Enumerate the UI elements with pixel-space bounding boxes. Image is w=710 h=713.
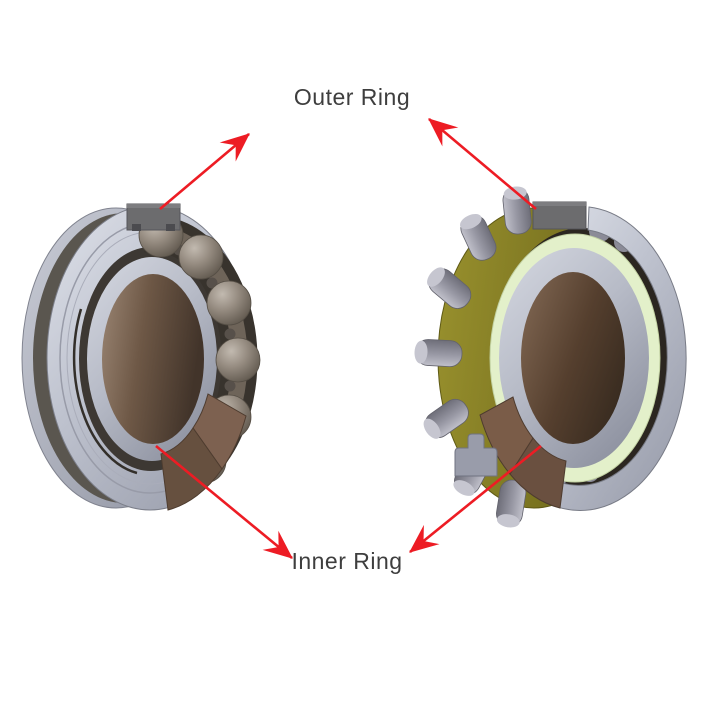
bearing-roller [496, 479, 527, 528]
ball-bearing-illustration [21, 203, 261, 511]
bearing-roller [414, 339, 463, 368]
bearing-roller [423, 398, 469, 439]
ball-bearing-cut-wedge-dark [160, 427, 223, 511]
bearing-roller [427, 267, 472, 309]
inner-ring-label: Inner Ring [291, 548, 403, 574]
roller-bearing-bore [521, 272, 625, 444]
roller-bearing-outer-ring-cut-block [532, 201, 587, 230]
roller-bearing-illustration [414, 186, 687, 528]
bearing-ball [178, 234, 224, 280]
ball-bearing-ring-gap-arc [72, 308, 138, 475]
arrow-outer-ring-left [159, 133, 250, 210]
arrow-inner-ring-right [409, 444, 542, 554]
bearing-ball [215, 337, 261, 383]
bearing-ball [206, 280, 252, 326]
roller-bearing-cut-notch-tab [454, 433, 498, 477]
ball-bearing-outer-ring-cut-block [126, 203, 181, 231]
arrow-outer-ring-right [428, 118, 537, 210]
leader-arrows [155, 118, 542, 560]
arrow-inner-ring-left [155, 444, 293, 560]
bearing-roller [460, 213, 497, 261]
ball-bearing-bore [102, 274, 204, 444]
roller-bearing-cut-wedge-light [479, 396, 534, 475]
outer-ring-label: Outer Ring [293, 84, 411, 110]
